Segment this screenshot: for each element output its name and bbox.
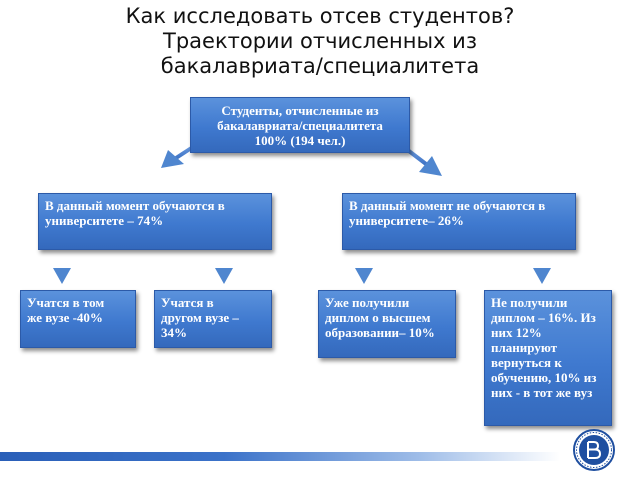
not-graduated-line-5: вернуться к (491, 355, 562, 370)
not-graduated-line-3: них 12% (491, 325, 542, 340)
already-graduated-box: Уже получили диплом о высшем образовании… (318, 290, 456, 358)
other-university-box: Учатся в другом вузе – 34% (154, 290, 272, 348)
root-box: Студенты, отчисленные из бакалавриата/сп… (190, 97, 410, 153)
same-university-line-1: Учатся в том (27, 295, 105, 310)
arrow-root-to-right (403, 146, 442, 176)
studying-now-line-2: университете – 74% (45, 213, 164, 228)
arrow-left-to-leaf1 (53, 252, 71, 284)
slide-title: Как исследовать отсев студентов? Траекто… (0, 4, 640, 79)
already-graduated-line-2: диплом о высшем (325, 310, 431, 325)
not-studying-now-box: В данный момент не обучаются в университ… (342, 193, 576, 250)
not-studying-now-line-2: университете– 26% (349, 213, 464, 228)
not-graduated-line-2: диплом – 16%. Из (491, 310, 596, 325)
title-line-1: Как исследовать отсев студентов? (125, 4, 515, 28)
university-emblem-icon (573, 429, 615, 471)
other-university-line-3: 34% (161, 325, 187, 340)
arrow-right-to-leaf4 (533, 252, 551, 284)
title-line-2: Траектории отчисленных из (163, 29, 477, 53)
footer-bar (0, 452, 560, 461)
root-line-3: 100% (194 чел.) (254, 133, 346, 148)
not-graduated-line-6: обучению, 10% из (491, 370, 597, 385)
same-university-line-2: же вузе -40% (27, 310, 103, 325)
root-line-1: Студенты, отчисленные из (221, 103, 379, 118)
same-university-box: Учатся в том же вузе -40% (20, 290, 136, 348)
not-graduated-line-4: планируют (491, 340, 557, 355)
studying-now-box: В данный момент обучаются в университете… (38, 193, 272, 250)
already-graduated-line-1: Уже получили (325, 295, 410, 310)
already-graduated-line-3: образовании– 10% (325, 325, 435, 340)
not-studying-now-line-1: В данный момент не обучаются в (349, 198, 546, 213)
arrow-right-to-leaf3 (355, 252, 373, 284)
arrow-left-to-leaf2 (215, 252, 233, 284)
not-graduated-box: Не получили диплом – 16%. Из них 12% пла… (484, 290, 612, 426)
root-line-2: бакалавриата/специалитета (217, 118, 383, 133)
studying-now-line-1: В данный момент обучаются в (45, 198, 225, 213)
not-graduated-line-7: них - в тот же вуз (491, 385, 593, 400)
title-line-3: бакалавриата/специалитета (160, 54, 480, 78)
other-university-line-2: другом вузе – (161, 310, 239, 325)
other-university-line-1: Учатся в (161, 295, 214, 310)
not-graduated-line-1: Не получили (491, 295, 568, 310)
